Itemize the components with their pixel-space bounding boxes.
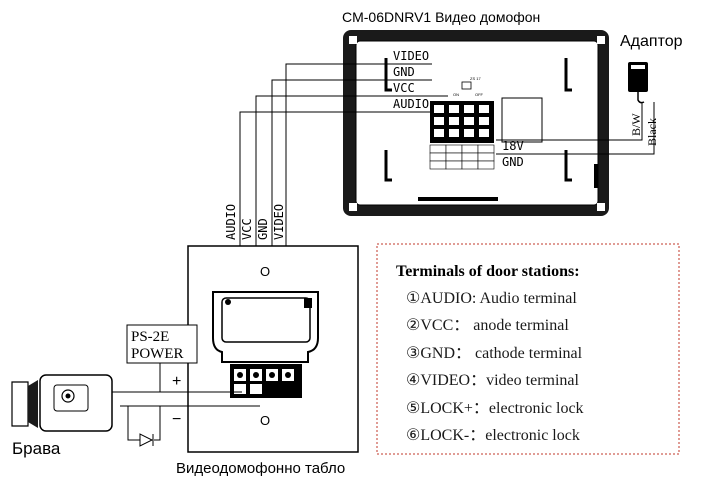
switch-off-label: OFF <box>475 92 484 97</box>
door-station-screw-top: O <box>260 264 270 279</box>
monitor-wire-label-gnd: GND <box>393 65 415 79</box>
adapter-title: Адаптор <box>620 33 683 50</box>
power-supply: PS-2E POWER <box>126 324 198 364</box>
monitor-label-window <box>501 97 543 143</box>
door-wire-label-audio: AUDIO <box>224 204 238 240</box>
plus-sign: + <box>172 373 181 390</box>
power-supply-box <box>126 324 198 364</box>
door-station: O O <box>187 245 359 453</box>
adapter-wire-bw: B/W <box>629 113 643 136</box>
adapter-wires <box>496 102 655 155</box>
switch-on-label: ON <box>453 92 459 97</box>
monitor-power-label: 18V <box>502 139 524 153</box>
monitor-terminal-screws <box>434 105 489 137</box>
monitor-unit: ZS 17 ON OFF VIDEO GND VCC AUDIO 18V GND <box>343 30 609 216</box>
door-wire-label-vcc: VCC <box>240 218 254 240</box>
monitor-wire-label-video: VIDEO <box>393 49 429 63</box>
monitor-terminal-index <box>429 144 495 170</box>
monitor-wire-label-audio: AUDIO <box>393 97 429 111</box>
monitor-corner <box>349 36 357 44</box>
mount-hook-tr <box>564 58 572 92</box>
adapter-wire-black: Black <box>645 118 659 146</box>
adapter-icon <box>628 62 648 104</box>
monitor-corner <box>597 36 605 44</box>
lock-neck <box>28 380 38 428</box>
door-station-screw-bottom: O <box>260 413 270 428</box>
door-wire-label-gnd: GND <box>256 218 270 240</box>
power-supply-label: POWER <box>131 346 184 362</box>
mount-hook-tl <box>384 58 392 92</box>
legend-item: ④VIDEO：video terminal <box>406 372 580 389</box>
monitor-corner <box>597 203 605 211</box>
legend-item: ③GND： cathode terminal <box>406 345 583 362</box>
legend-title: Terminals of door stations: <box>396 263 580 280</box>
door-wire-label-video: VIDEO <box>272 204 286 240</box>
power-supply-model: PS-2E <box>131 329 169 345</box>
door-station-terminal-screws <box>234 369 294 394</box>
mount-hook-bl <box>384 150 392 182</box>
monitor-vents <box>418 164 598 201</box>
door-station-camera-lens <box>225 299 231 305</box>
dip-switch <box>461 81 472 90</box>
legend-item: ①AUDIO: Audio terminal <box>406 290 577 307</box>
lock-bolt <box>11 381 29 427</box>
legend-box <box>376 243 680 455</box>
lock-wires <box>110 363 260 441</box>
diode-symbol <box>139 433 154 447</box>
terminal-legend: Terminals of door stations: ①AUDIO: Audi… <box>376 243 680 455</box>
monitor-gnd-label: GND <box>502 155 524 169</box>
mount-hook-br <box>564 150 572 182</box>
legend-item: ②VCC： anode terminal <box>406 317 569 334</box>
lock-label: Брава <box>12 439 61 458</box>
door-station-inner-panel <box>221 297 311 343</box>
electric-lock <box>11 374 113 432</box>
monitor-corner <box>349 203 357 211</box>
monitor-title: CM-06DNRV1 Видео домофон <box>342 9 540 25</box>
switch-top-label: ZS 17 <box>470 76 481 81</box>
monitor-wire-label-vcc: VCC <box>393 81 415 95</box>
legend-item: ⑤LOCK+：electronic lock <box>406 400 584 417</box>
door-station-caption: Видеодомофонно табло <box>176 460 345 477</box>
legend-item: ⑥LOCK-：electronic lock <box>406 427 580 444</box>
door-station-clip <box>304 298 312 308</box>
minus-sign: − <box>172 411 181 428</box>
